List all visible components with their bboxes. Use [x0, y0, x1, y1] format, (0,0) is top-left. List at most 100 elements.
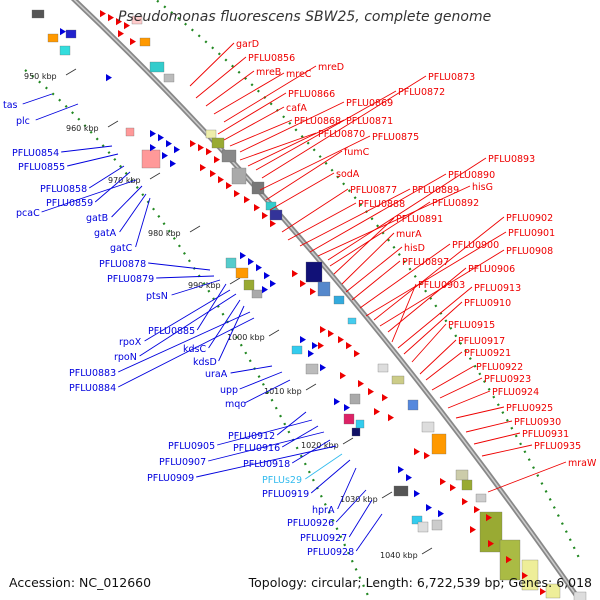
forward-leader-line — [309, 173, 447, 253]
tick-mark — [229, 277, 241, 285]
forward-gene-arrow — [244, 196, 250, 204]
gene-block — [269, 209, 283, 221]
reverse-gene-label: PFLU0885 — [148, 326, 195, 337]
forward-gene-label: PFLU0873 — [428, 72, 475, 83]
forward-leader-line — [247, 119, 345, 167]
forward-gene-label: PFLU0903 — [418, 280, 465, 291]
gene-block — [333, 295, 345, 305]
gene-block — [317, 281, 331, 297]
gene-block — [461, 479, 473, 491]
forward-gene-label: hisD — [404, 243, 425, 254]
forward-leader-line — [287, 202, 357, 241]
forward-leader-line — [391, 283, 417, 343]
forward-gene-label: PFLU0917 — [458, 336, 505, 347]
forward-gene-arrow — [450, 484, 456, 492]
reverse-gene-label: rpoX — [119, 337, 142, 348]
forward-gene-label: cafA — [286, 103, 307, 114]
forward-leader-line — [269, 172, 335, 211]
reverse-leader-line — [22, 93, 53, 105]
reverse-gene-arrow — [240, 252, 246, 260]
forward-gene-label: PFLU0890 — [448, 170, 495, 181]
gene-block — [431, 519, 443, 531]
forward-leader-line — [351, 260, 401, 301]
reverse-gene-label: gatA — [94, 228, 117, 239]
reverse-leader-line — [337, 467, 357, 510]
reverse-gene-label: PFLU0928 — [307, 547, 354, 558]
forward-gene-arrow — [262, 212, 268, 220]
reverse-leader-line — [310, 459, 351, 494]
forward-gene-arrow — [270, 220, 276, 228]
forward-gene-label: PFLU0871 — [346, 116, 393, 127]
reverse-leader-line — [117, 317, 255, 388]
forward-gene-label: PFLU0906 — [468, 264, 515, 275]
forward-gene-label: PFLU0897 — [402, 257, 449, 268]
forward-gene-label: PFLU0888 — [358, 199, 405, 210]
reverse-leader-line — [276, 411, 307, 436]
tick-label: 990 kbp — [188, 281, 221, 290]
reverse-gene-arrow — [60, 28, 66, 36]
tick-label: 970 kbp — [108, 176, 141, 185]
forward-gene-label: PFLU0915 — [448, 320, 495, 331]
reverse-gene-label: PFLU0907 — [159, 457, 206, 468]
reverse-gene-arrow — [312, 342, 318, 350]
reverse-gene-label: PFLU0879 — [107, 274, 154, 285]
gene-block — [251, 181, 265, 195]
reverse-gene-arrow — [150, 130, 156, 138]
forward-leader-line — [239, 101, 345, 153]
reverse-gene-label: kdsD — [193, 357, 217, 368]
forward-gene-label: mreB — [256, 67, 281, 78]
forward-leader-line — [265, 150, 343, 201]
reverse-leader-line — [35, 103, 79, 121]
reverse-gene-arrow — [162, 152, 168, 160]
tick-mark — [305, 383, 317, 391]
forward-gene-arrow — [340, 372, 346, 380]
forward-gene-label: PFLU0891 — [396, 214, 443, 225]
forward-gene-arrow — [368, 388, 374, 396]
reverse-leader-line — [61, 145, 113, 153]
forward-gene-arrow — [388, 414, 394, 422]
forward-gene-label: PFLU0913 — [474, 283, 521, 294]
reverse-leader-line — [88, 165, 125, 189]
forward-leader-line — [473, 432, 521, 445]
reverse-gene-arrow — [106, 74, 112, 82]
gene-block — [131, 15, 143, 25]
forward-leader-line — [223, 106, 285, 141]
reverse-leader-line — [118, 311, 251, 373]
reverse-leader-line — [67, 153, 119, 167]
reverse-gene-label: PFLU0912 — [228, 431, 275, 442]
forward-gene-label: PFLU0921 — [464, 348, 511, 359]
reverse-gene-label: plc — [16, 116, 30, 127]
tick-label: 1040 kbp — [380, 551, 418, 560]
forward-gene-label: PFLU0856 — [248, 53, 295, 64]
reverse-gene-label: uraA — [205, 369, 228, 380]
reverse-gene-label: PFLU0909 — [147, 473, 194, 484]
forward-gene-arrow — [292, 270, 298, 278]
forward-gene-arrow — [210, 170, 216, 178]
reverse-leader-line — [135, 197, 151, 248]
forward-leader-line — [261, 75, 427, 179]
reverse-gene-label: PFLU0918 — [243, 459, 290, 470]
forward-leader-line — [481, 444, 533, 457]
forward-gene-arrow — [540, 588, 546, 596]
forward-gene-arrow — [424, 452, 430, 460]
tick-label: 960 kbp — [66, 124, 99, 133]
forward-leader-line — [223, 65, 317, 123]
forward-leader-line — [217, 92, 287, 135]
forward-leader-line — [341, 232, 395, 285]
reverse-gene-label: gatC — [110, 243, 133, 254]
gene-block — [305, 363, 319, 375]
gene-block — [343, 413, 355, 425]
forward-leader-line — [213, 72, 285, 115]
forward-gene-arrow — [124, 22, 130, 30]
reverse-leader-line — [230, 365, 273, 374]
reverse-leader-line — [196, 445, 337, 478]
page-title: Pseudomonas fluorescens SBW25, complete … — [118, 9, 492, 25]
forward-gene-arrow — [338, 336, 344, 344]
forward-gene-arrow — [474, 506, 480, 514]
reverse-leader-line — [119, 193, 147, 233]
forward-gene-label: PFLU0924 — [492, 387, 539, 398]
forward-gene-arrow — [374, 408, 380, 416]
reverse-leader-line — [305, 453, 343, 480]
forward-leader-line — [317, 185, 471, 257]
reverse-gene-label: PFLU0854 — [12, 148, 59, 159]
